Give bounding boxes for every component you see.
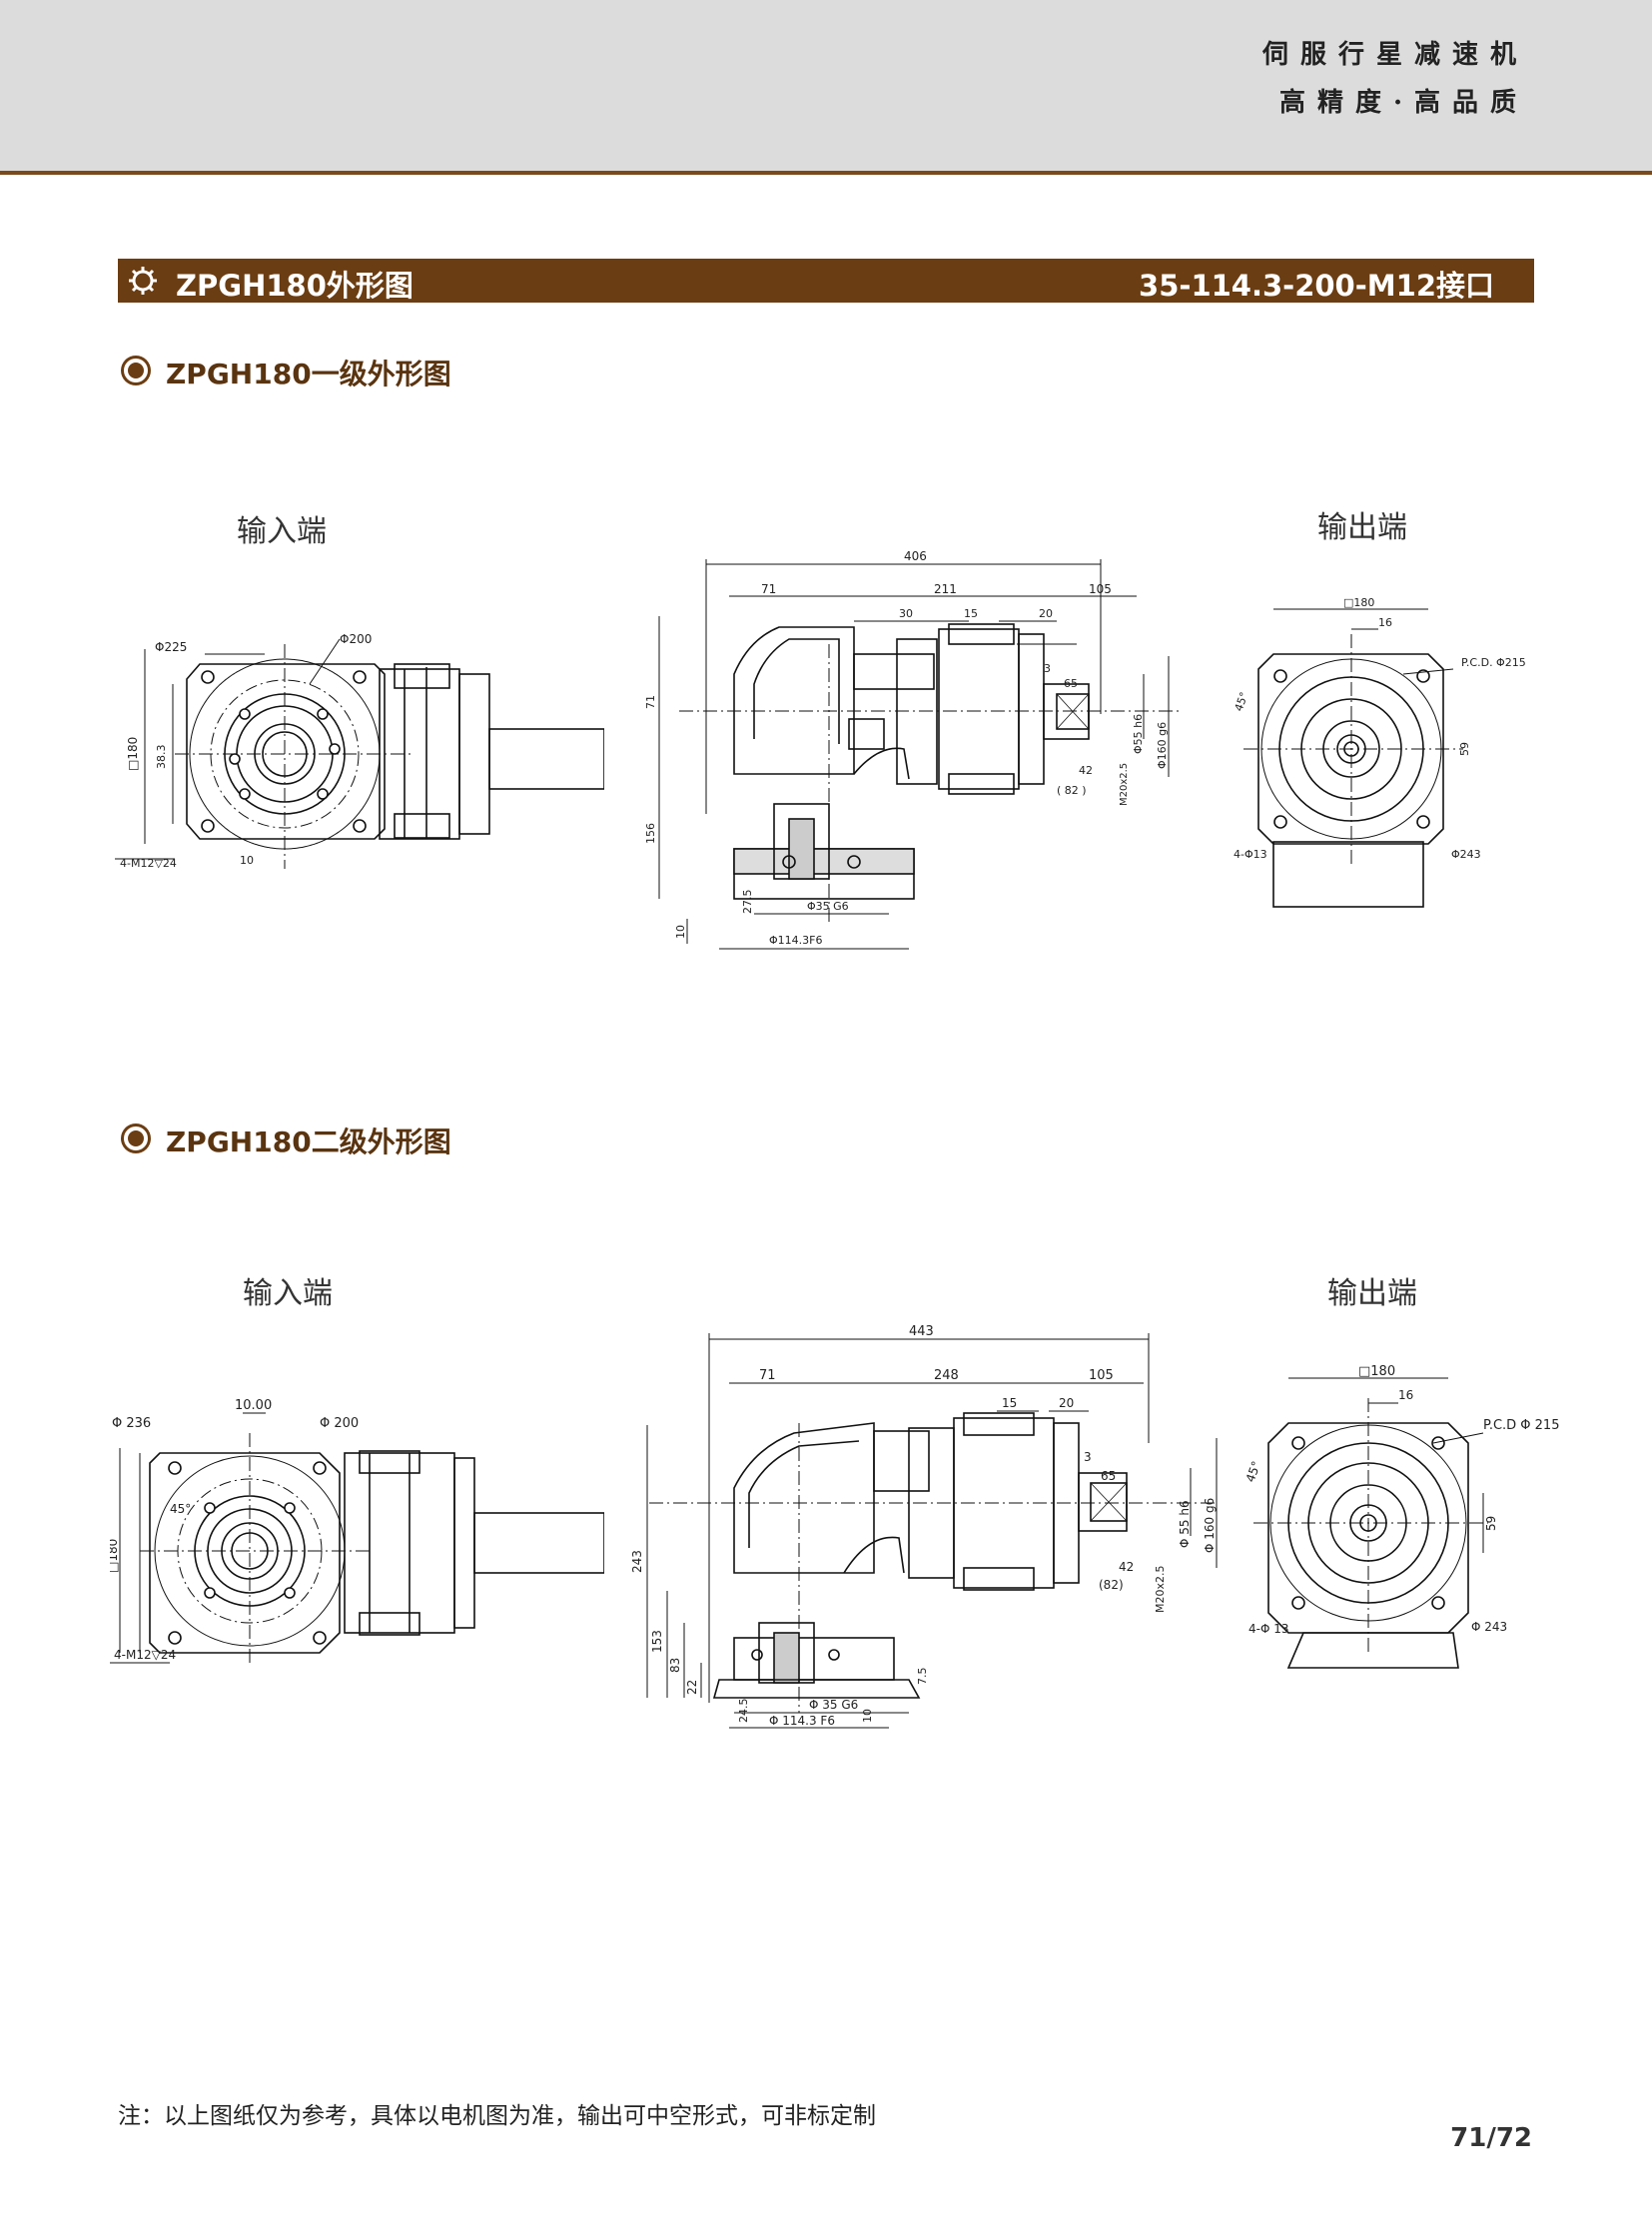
section1-input-label: 输入端	[237, 514, 327, 549]
section2-input-label: 输入端	[243, 1276, 333, 1311]
dim-label: P.C.D Φ 215	[1483, 1418, 1559, 1433]
dim-label: Φ 236	[112, 1416, 151, 1431]
dim-label: 71	[759, 1368, 776, 1383]
section1-output-label: 输出端	[1317, 510, 1407, 545]
dim-label: Φ35 G6	[807, 900, 849, 913]
dim-label: 15	[964, 607, 978, 620]
dim-label: M20x2.5	[1119, 763, 1130, 806]
dim-label: □180	[1358, 1364, 1395, 1379]
dim-label: 10	[861, 1709, 874, 1723]
dim-label: 22	[685, 1680, 699, 1695]
dim-label: 4-Φ13	[1234, 848, 1267, 861]
dim-label: 71	[761, 582, 776, 596]
dim-label: 105	[1089, 1368, 1114, 1383]
dim-label: □180	[126, 737, 140, 771]
dim-label: (82)	[1099, 1578, 1124, 1592]
dim-label: 59	[1458, 742, 1471, 756]
section2-heading-text: ZPGH180二级外形图	[166, 1125, 451, 1158]
dim-label: Φ243	[1451, 848, 1481, 861]
dim-label: M20x2.5	[1154, 1566, 1167, 1614]
dim-label: 443	[909, 1324, 934, 1339]
slogan-line-2: 高精度·高品质	[1278, 88, 1528, 118]
dim-label: □180	[1343, 596, 1374, 609]
dim-label: 65	[1101, 1469, 1116, 1483]
dim-label: 7.5	[916, 1668, 929, 1686]
dim-label: Φ200	[340, 632, 372, 646]
section1-input-drawing: Φ225 Φ200 □180 38.3 4-M12▽24 10	[115, 619, 605, 879]
header-band	[0, 0, 1652, 172]
title-left: ZPGH180外形图	[176, 269, 413, 303]
dim-label: Φ 114.3 F6	[769, 1714, 835, 1728]
dim-label: Φ 160 g6	[1203, 1498, 1217, 1553]
dim-label: 59	[1484, 1516, 1498, 1531]
dim-label: 16	[1398, 1388, 1413, 1402]
section1-heading: ZPGH180一级外形图	[118, 353, 451, 392]
dim-label: 4-M12▽24	[114, 1648, 176, 1662]
dim-label: 45°	[1243, 1459, 1263, 1484]
dim-label: 45°	[170, 1502, 191, 1516]
dim-label: Φ114.3F6	[769, 934, 822, 947]
dim-label: 24.5	[737, 1699, 750, 1724]
dim-label: P.C.D. Φ215	[1461, 656, 1526, 669]
dim-label: Φ55 h6	[1132, 714, 1145, 754]
title-right: 35-114.3-200-M12接口	[1139, 269, 1494, 303]
section2-output-label: 输出端	[1327, 1276, 1417, 1311]
dim-label: □180	[110, 1539, 120, 1573]
dim-label: 3	[1084, 1450, 1092, 1464]
dim-label: 3	[1044, 662, 1051, 675]
dim-label: 15	[1002, 1396, 1017, 1410]
dim-label: 30	[899, 607, 913, 620]
dim-label: 38.3	[155, 745, 168, 770]
dim-label: 406	[904, 549, 927, 563]
dim-label: 83	[668, 1658, 682, 1673]
dim-label: 42	[1119, 1560, 1134, 1574]
dim-label: 27.5	[741, 890, 754, 915]
dim-label: 243	[630, 1550, 644, 1573]
dim-label: 4-M12▽24	[120, 857, 177, 870]
section1-side-drawing: 406 71 211 105 30 15 20 3 65 71 156 10 2…	[639, 544, 1199, 964]
section1-heading-text: ZPGH180一级外形图	[166, 358, 451, 390]
slogan-line-1: 伺服行星减速机	[1261, 40, 1528, 70]
dim-label: 10	[674, 925, 687, 939]
dim-label: 211	[934, 582, 957, 596]
title-bar: ZPGH180外形图 35-114.3-200-M12接口	[118, 259, 1534, 303]
page-number: 71/72	[1450, 2123, 1532, 2153]
section2-side-drawing: 443 71 248 105 15 20 3 65 243 153 83 22 …	[619, 1323, 1239, 1733]
dim-label: 16	[1378, 616, 1392, 629]
dim-label: 45°	[1233, 690, 1251, 713]
section2-input-drawing: 10.00 Φ 236 Φ 200 45° □180 4-M12▽24	[106, 1393, 605, 1673]
dim-label: 156	[644, 823, 657, 844]
section2-output-drawing: □180 16 P.C.D Φ 215 45° 59 4-Φ 13 Φ 243	[1234, 1363, 1603, 1683]
header-divider	[0, 171, 1652, 175]
section2-heading: ZPGH180二级外形图	[118, 1120, 451, 1160]
dim-label: 248	[934, 1368, 959, 1383]
dim-label: Φ160 g6	[1156, 722, 1169, 769]
footer-note: 注：以上图纸仅为参考，具体以电机图为准，输出可中空形式，可非标定制	[118, 2103, 876, 2129]
dim-label: 20	[1039, 607, 1053, 620]
dim-label: Φ 200	[320, 1416, 359, 1431]
dim-label: ( 82 )	[1057, 784, 1087, 797]
dim-label: Φ 35 G6	[809, 1698, 858, 1712]
dim-label: 153	[650, 1630, 664, 1653]
dim-label: Φ225	[155, 640, 187, 654]
dim-label: 42	[1079, 764, 1093, 777]
dim-label: 20	[1059, 1396, 1074, 1410]
dim-label: 105	[1089, 582, 1112, 596]
gear-icon	[129, 267, 157, 295]
dim-label: 71	[644, 695, 657, 709]
bullet-icon	[124, 359, 148, 382]
dim-label: Φ 243	[1471, 1620, 1507, 1634]
dim-label: 10.00	[235, 1398, 272, 1413]
section1-output-drawing: □180 16 P.C.D. Φ215 45° 59 4-Φ13 Φ243	[1204, 594, 1583, 914]
dim-label: 4-Φ 13	[1248, 1622, 1289, 1636]
dim-label: Φ 55 h6	[1178, 1500, 1192, 1548]
bullet-icon	[124, 1126, 148, 1150]
dim-label: 10	[240, 854, 254, 867]
dim-label: 65	[1064, 677, 1078, 690]
